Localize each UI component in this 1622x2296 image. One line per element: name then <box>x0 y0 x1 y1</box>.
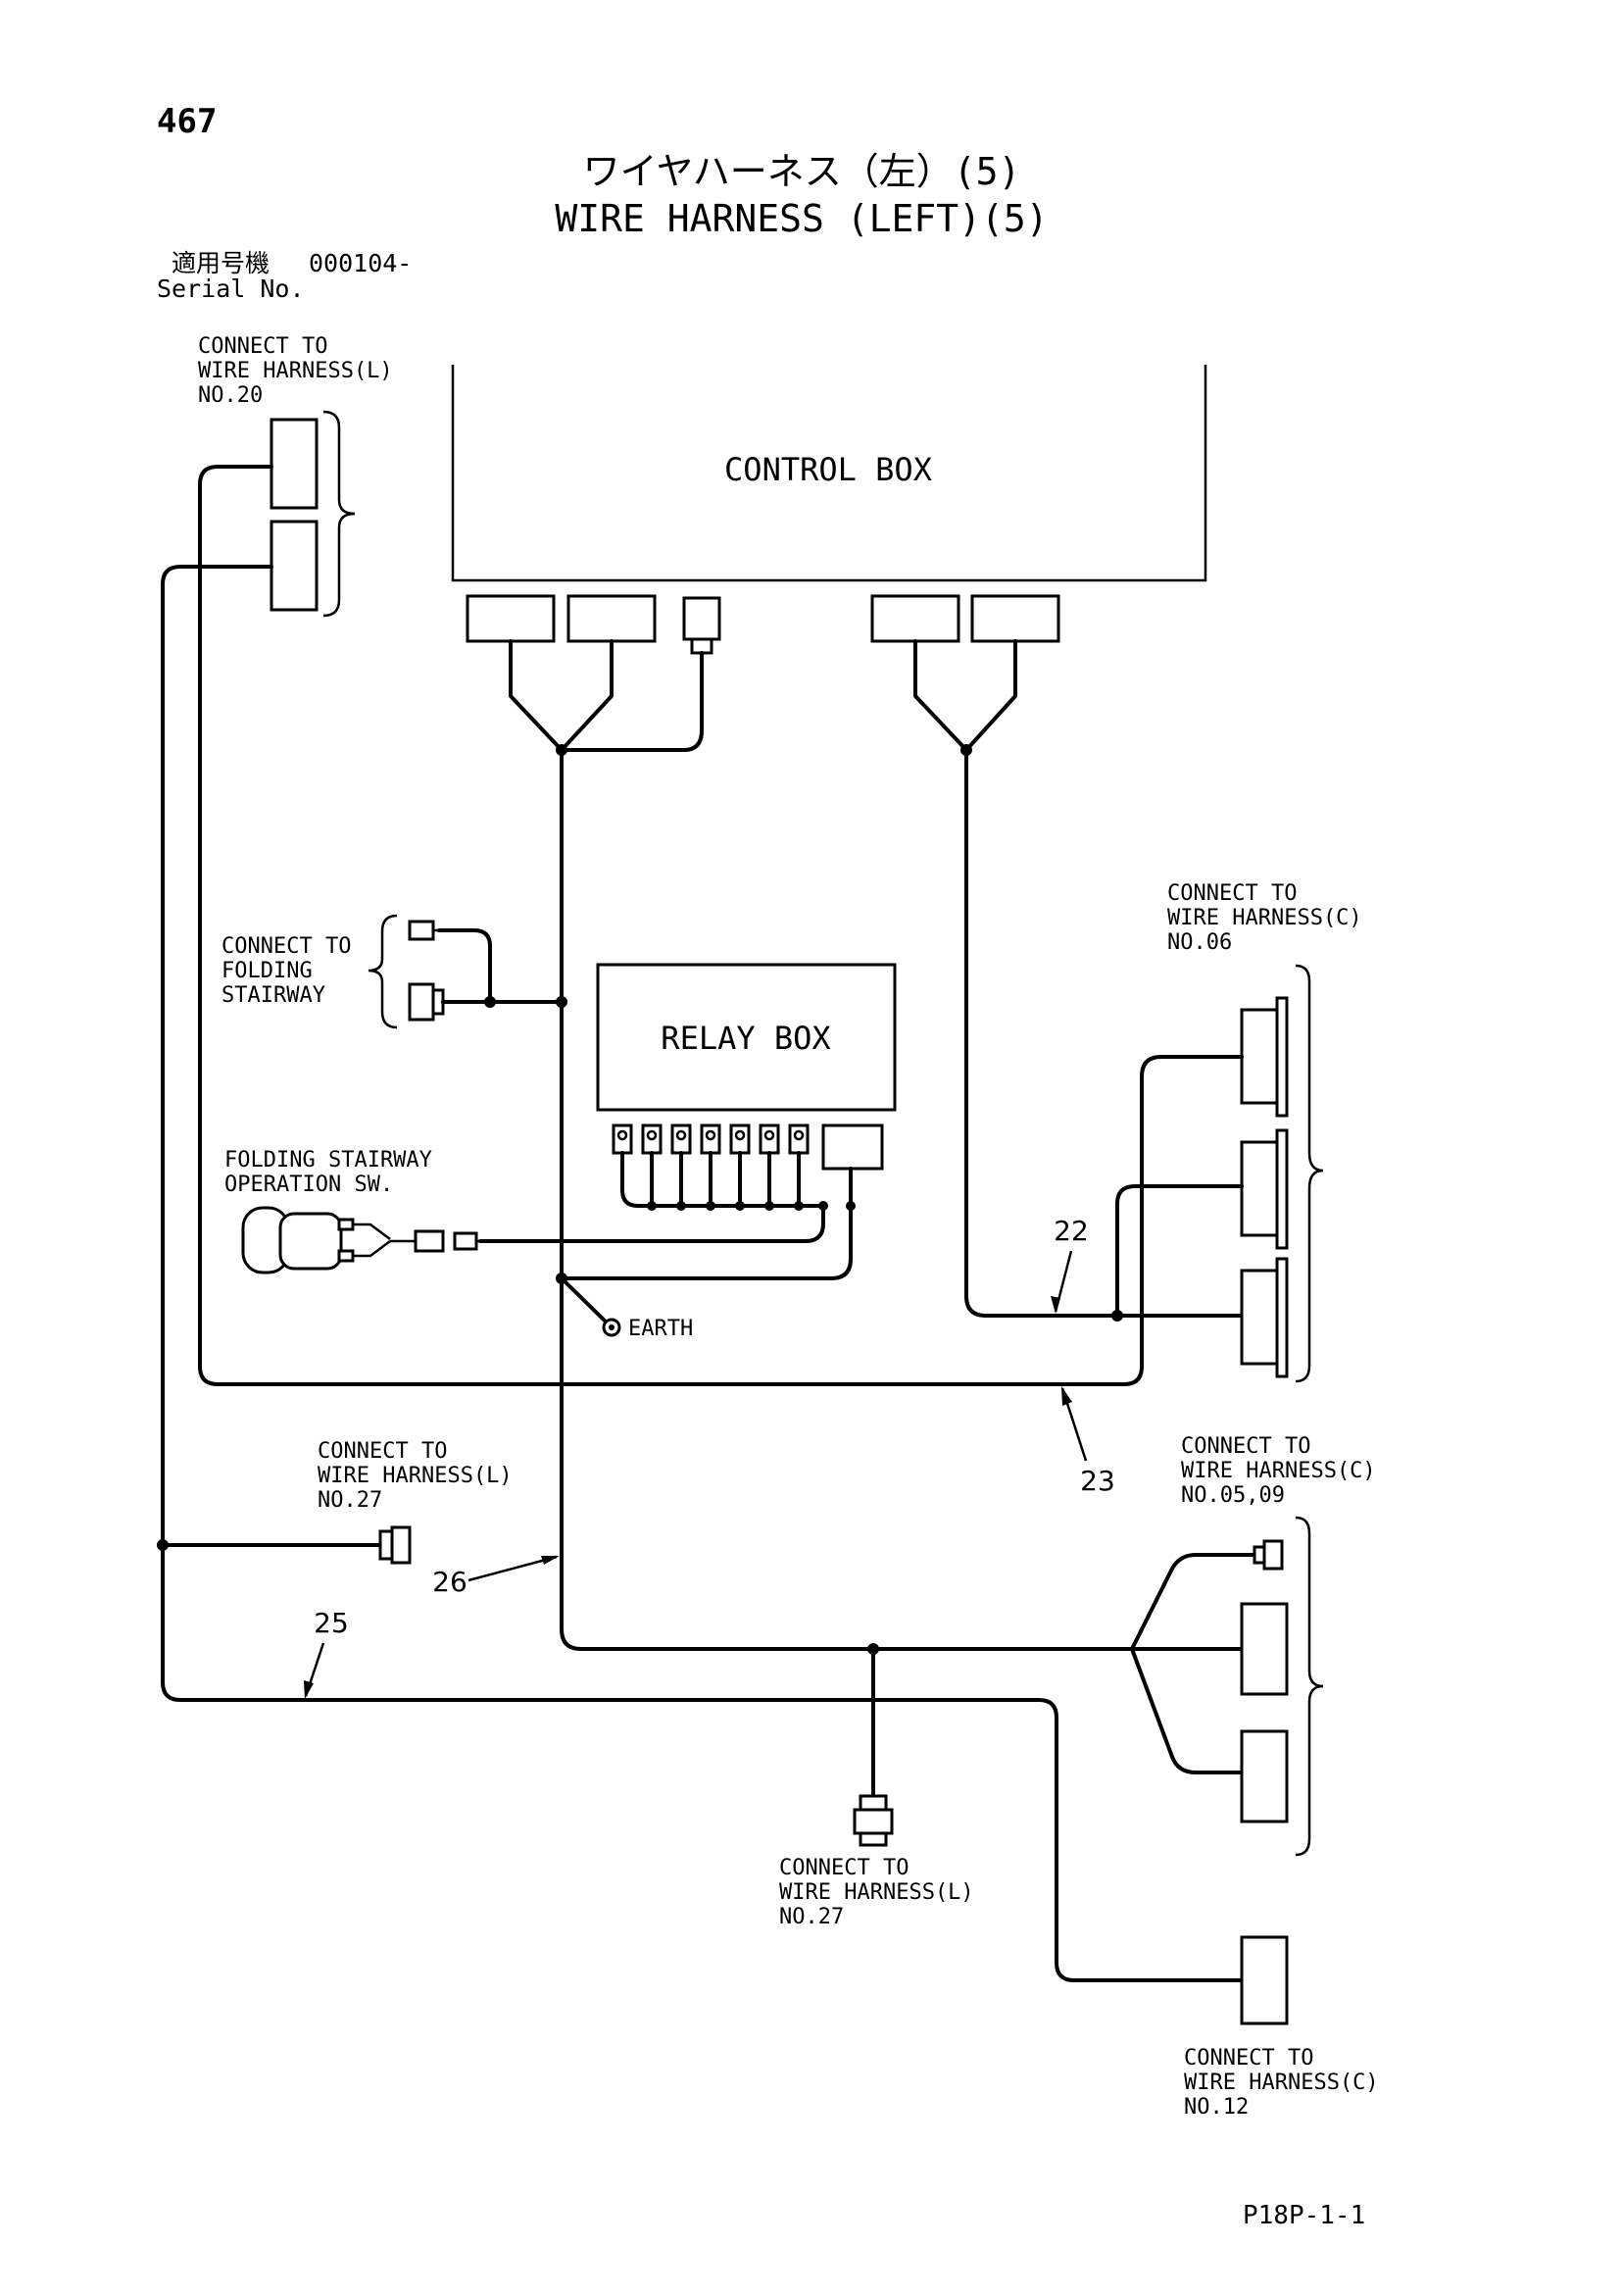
relay-wiring <box>650 1151 801 1208</box>
wire-branch <box>1130 1647 1244 1774</box>
connector-c12 <box>1240 1935 1289 2025</box>
wire-branch <box>1115 1184 1244 1318</box>
wire-branch <box>560 651 704 752</box>
connect-label-c12: WIRE HARNESS(C) <box>1184 2071 1379 2095</box>
connector-l27a <box>378 1525 412 1565</box>
control-box-connector <box>466 594 556 643</box>
control-box-connector <box>690 637 713 655</box>
relay-box-label: RELAY BOX <box>661 1020 830 1057</box>
brace <box>1295 1516 1324 1857</box>
connect-label-c06: NO.06 <box>1167 930 1232 955</box>
junction-dot <box>484 996 496 1008</box>
title-english: WIRE HARNESS (LEFT)(5) <box>555 197 1048 240</box>
harness-25 <box>161 565 1244 1982</box>
junction-dot <box>157 1539 169 1551</box>
stairway-connector <box>408 920 435 941</box>
connect-label-c12: NO.12 <box>1184 2095 1249 2120</box>
footer-code: P18P-1-1 <box>1243 2201 1365 2230</box>
connect-label-l27b: NO.27 <box>779 1905 844 1929</box>
title-japanese: ワイヤハーネス（左）(5) <box>583 150 1021 193</box>
earth-terminal <box>609 1324 614 1330</box>
arrow-22 <box>1051 1296 1060 1314</box>
connect-label-l27a: NO.27 <box>318 1488 382 1513</box>
connect-label-l27a: WIRE HARNESS(L) <box>318 1464 513 1488</box>
junction-dot <box>556 996 567 1008</box>
connect-label-l20: NO.20 <box>198 383 263 408</box>
part-number-26: 26 <box>432 1566 467 1598</box>
leader-26 <box>467 1555 558 1582</box>
wire-branch <box>437 928 492 1004</box>
connect-label-c12: CONNECT TO <box>1184 2046 1313 2071</box>
arrow-25 <box>304 1680 314 1699</box>
relay-box <box>596 963 897 1112</box>
connector-l27b <box>853 1794 894 1847</box>
control-box-connector <box>566 594 657 643</box>
earth-wire <box>560 1276 612 1327</box>
relay-wiring <box>560 1167 853 1280</box>
connect-label-stairway: CONNECT TO <box>221 934 351 959</box>
part-number-25: 25 <box>314 1607 349 1639</box>
harness-23 <box>198 465 1244 1386</box>
control-box <box>451 365 1207 582</box>
junction-dot <box>1111 1310 1123 1322</box>
connect-label-c0509: NO.05,09 <box>1181 1483 1285 1508</box>
serial-value: 000104- <box>309 249 412 277</box>
relay-wiring <box>478 1204 825 1243</box>
serial-label-jp: 適用号機 <box>172 249 270 277</box>
connect-label-l20: CONNECT TO <box>198 334 327 359</box>
brace <box>1295 964 1324 1383</box>
connect-label-stairway: FOLDING <box>221 959 313 983</box>
connect-label-l20: WIRE HARNESS(L) <box>198 359 393 383</box>
earth-label: EARTH <box>628 1317 693 1341</box>
connect-label-stairway: STAIRWAY <box>221 983 325 1008</box>
relay-junctions <box>647 1201 856 1211</box>
control-box-label: CONTROL BOX <box>724 451 932 488</box>
harness-26 <box>560 748 1134 1651</box>
serial-label-en: Serial No. <box>157 275 305 303</box>
relay-wiring <box>620 1151 825 1208</box>
control-box-connector <box>970 594 1060 643</box>
control-box-connector <box>682 596 721 641</box>
connector-c06 <box>1240 996 1289 1378</box>
brace <box>368 914 398 1029</box>
connect-label-c06: WIRE HARNESS(C) <box>1167 906 1362 930</box>
arrow-23 <box>1061 1386 1072 1406</box>
connector-c0509 <box>1240 1539 1289 1823</box>
wire-branch <box>913 639 1017 752</box>
connect-label-l27a: CONNECT TO <box>318 1439 447 1464</box>
wire-branch <box>1130 1553 1256 1651</box>
page-number: 467 <box>157 102 217 141</box>
relay-terminals <box>612 1123 884 1171</box>
switch-label: OPERATION SW. <box>224 1173 393 1197</box>
switch-label: FOLDING STAIRWAY <box>224 1148 432 1173</box>
folding-stairway-switch <box>241 1206 480 1274</box>
stairway-connector <box>408 982 435 1022</box>
arrow-26 <box>541 1556 560 1565</box>
connect-label-c0509: CONNECT TO <box>1181 1434 1310 1459</box>
connect-label-c06: CONNECT TO <box>1167 881 1297 906</box>
brace <box>322 410 356 618</box>
connect-label-l27b: WIRE HARNESS(L) <box>779 1880 974 1905</box>
harness-22 <box>964 748 1244 1318</box>
connect-label-l27b: CONNECT TO <box>779 1856 909 1880</box>
part-number-23: 23 <box>1080 1465 1115 1497</box>
connector-l20 <box>270 418 319 510</box>
part-number-22: 22 <box>1054 1215 1089 1247</box>
connect-label-c0509: WIRE HARNESS(C) <box>1181 1459 1376 1483</box>
wire-branch <box>509 639 614 752</box>
control-box-connector <box>870 594 960 643</box>
connector-l20 <box>270 520 319 612</box>
